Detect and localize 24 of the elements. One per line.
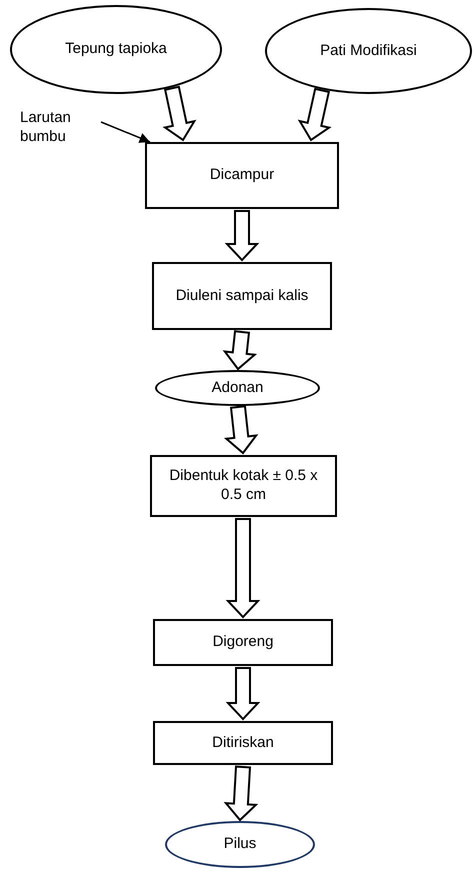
- block-arrow: [162, 86, 196, 142]
- block-arrow: [226, 518, 260, 618]
- process-box: [150, 455, 337, 517]
- block-arrow: [298, 88, 332, 142]
- node-label: Adonan: [212, 378, 264, 398]
- process-box: [152, 262, 332, 330]
- process-box: [153, 619, 333, 666]
- block-arrow: [222, 330, 258, 370]
- node-label: Diuleni sampai kalis: [176, 286, 308, 306]
- process-box: [145, 142, 339, 209]
- block-arrow: [226, 667, 260, 720]
- node-label: Ditiriskan: [212, 734, 274, 752]
- node-label: Digoreng: [212, 633, 274, 652]
- input-label: Larutan bumbu: [20, 109, 72, 147]
- block-arrow: [224, 405, 258, 454]
- process-box: [153, 721, 333, 765]
- node-label: Tepung tapioka: [65, 40, 167, 59]
- arrow: [100, 121, 150, 143]
- node-label: Pilus: [224, 835, 256, 854]
- block-arrow: [224, 766, 258, 822]
- node-label: Pati Modifikasi: [320, 42, 417, 60]
- node-label: Dicampur: [210, 166, 274, 185]
- block-arrow: [224, 210, 260, 262]
- node-label: Dibentuk kotak ± 0.5 x 0.5 cm: [168, 467, 319, 505]
